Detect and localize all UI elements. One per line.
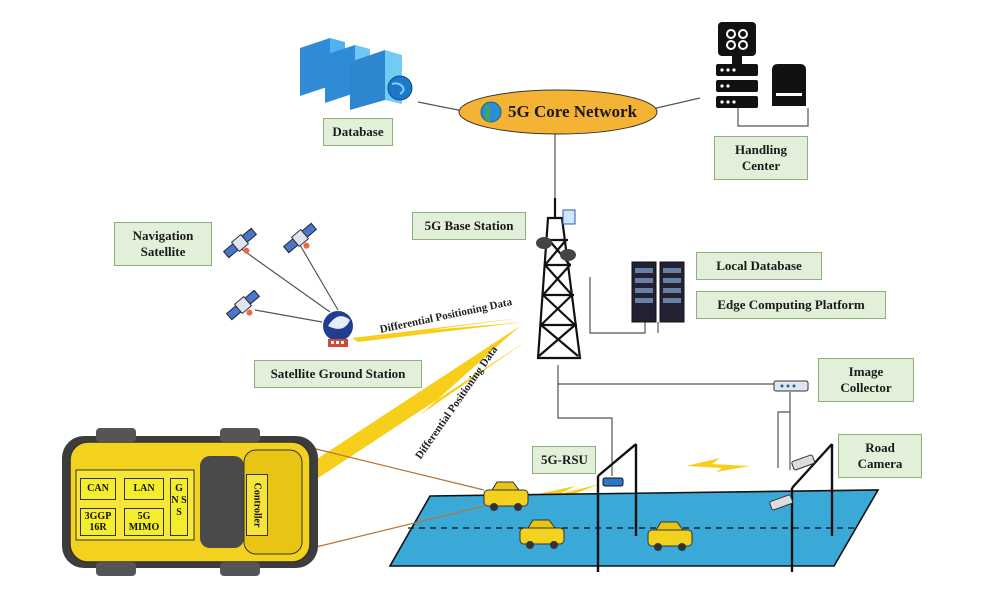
handling-center-line2: Center: [741, 158, 781, 173]
controller-text: Controller: [251, 482, 263, 528]
image-collector-label: Image Collector: [818, 358, 914, 402]
mimo-module: 5G MIMO: [124, 508, 164, 536]
cv2x-line2: 16R: [89, 522, 107, 533]
handling-center-label: Handling Center: [714, 136, 808, 180]
mimo-line2: MIMO: [128, 522, 160, 533]
database-server-icon: [300, 38, 413, 110]
ground-station-dish-icon: [323, 311, 353, 347]
road: [388, 489, 880, 567]
image-collector-device-icon: [773, 380, 809, 392]
satellite-icon: [222, 222, 318, 321]
tower-antenna-icon: [536, 209, 576, 261]
navigation-satellite-line1: Navigation: [132, 228, 194, 243]
image-collector-line1: Image: [848, 364, 884, 379]
edge-server-icon: [631, 261, 685, 323]
image-collector-line2: Collector: [840, 380, 892, 395]
road-camera-line1: Road: [865, 440, 895, 455]
core-network-label: 5G Core Network: [508, 102, 638, 121]
rsu-device-icon: [602, 477, 624, 487]
local-database-label: Local Database: [696, 252, 822, 280]
mimo-line1: 5G: [137, 511, 151, 522]
navigation-satellite-label: Navigation Satellite: [114, 222, 212, 266]
handling-center-icon: [716, 22, 806, 108]
cv2x-line1: 3GGP: [84, 511, 112, 522]
vehicle-top-view: [62, 428, 318, 576]
zoom-lines: [311, 447, 485, 549]
handling-center-line1: Handling: [734, 142, 788, 157]
base-station-label: 5G Base Station: [412, 212, 526, 240]
controller-module: Controller: [246, 474, 268, 536]
lan-module: LAN: [124, 478, 164, 500]
road-camera-line2: Camera: [857, 456, 903, 471]
edge-platform-label: Edge Computing Platform: [696, 291, 886, 319]
rsu-label: 5G-RSU: [532, 446, 596, 474]
core-network-node: [458, 89, 658, 135]
car-icon: [483, 481, 693, 551]
connection-lines: [239, 97, 809, 476]
road-camera-icon: [769, 454, 815, 511]
rsu-pole: [596, 443, 638, 572]
road-camera-label: Road Camera: [838, 434, 922, 478]
database-label: Database: [323, 118, 393, 146]
ground-station-label: Satellite Ground Station: [254, 360, 422, 388]
gnss-module: G N S S: [170, 478, 188, 536]
cv2x-module: 3GGP 16R: [80, 508, 116, 536]
base-station-tower-icon: [536, 198, 582, 360]
navigation-satellite-line2: Satellite: [140, 244, 186, 259]
can-module: CAN: [80, 478, 116, 500]
